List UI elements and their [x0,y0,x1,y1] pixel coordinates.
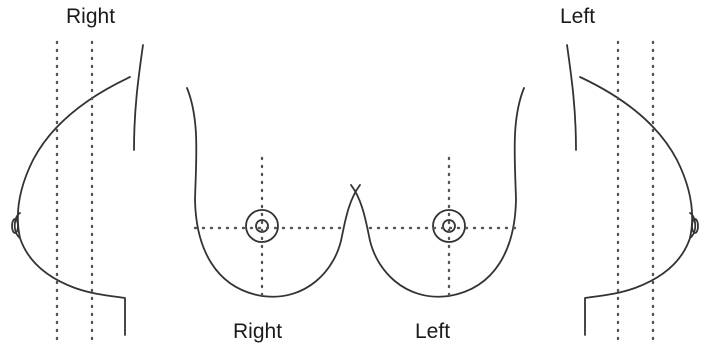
frontal-view-outline [187,88,524,297]
label-left-frontal: Left [415,321,450,342]
left-side-guide-lines [618,42,653,340]
frontal-left-breast-outline [351,88,524,297]
left-side-breast-outline [580,77,692,335]
frontal-guide-lines [195,158,516,300]
label-right-frontal: Right [233,321,282,342]
left-breast-side-view [567,45,698,335]
right-side-guide-lines [57,42,92,340]
label-right-side-view: Right [66,6,115,27]
frontal-right-breast-outline [187,88,360,297]
right-side-chest-line [134,45,143,150]
left-side-chest-line [567,45,576,150]
right-breast-side-view [12,45,143,335]
label-left-side-view: Left [560,6,595,27]
right-side-breast-outline [18,77,130,335]
